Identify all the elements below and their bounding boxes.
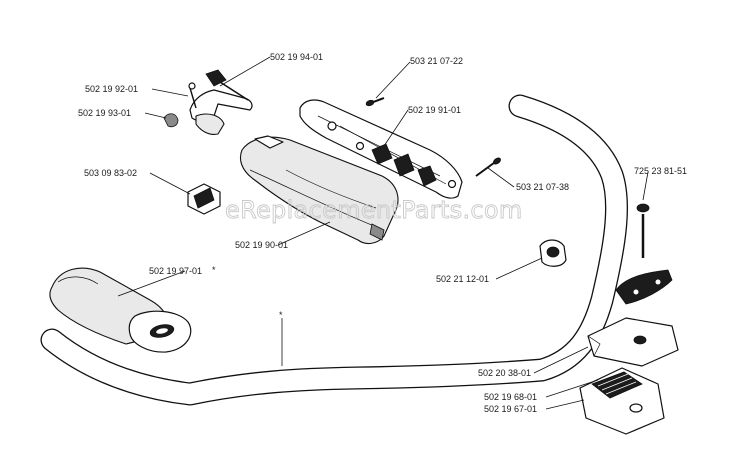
label-502-19-67-01: 502 19 67-01 bbox=[484, 404, 537, 414]
label-502-19-97-01: 502 19 97-01 bbox=[149, 266, 202, 276]
throttle-housing-part bbox=[239, 135, 399, 245]
bolt-725-23-81-51 bbox=[636, 203, 650, 258]
label-502-19-97-01-mark: * bbox=[212, 265, 216, 275]
mount-block-part bbox=[579, 367, 665, 435]
label-502-19-90-01: 502 19 90-01 bbox=[235, 240, 288, 250]
label-503-21-07-22: 503 21 07-22 bbox=[410, 56, 463, 66]
clamp-knob-part bbox=[539, 239, 567, 267]
handlebar-tube bbox=[40, 94, 629, 406]
handle-half-part bbox=[299, 99, 463, 199]
label-502-19-68-01: 502 19 68-01 bbox=[484, 392, 537, 402]
throttle-trigger-assembly bbox=[163, 69, 253, 135]
leader-lines bbox=[117, 56, 649, 410]
part-labels: 502 19 94-01 502 19 92-01 502 19 93-01 5… bbox=[78, 52, 687, 414]
label-503-09-83-02: 503 09 83-02 bbox=[84, 168, 137, 178]
label-502-19-94-01: 502 19 94-01 bbox=[270, 52, 323, 62]
watermark-text: eReplacementParts.com bbox=[225, 196, 523, 224]
stop-switch-part bbox=[187, 183, 221, 215]
screw-503-21-07-22 bbox=[365, 97, 385, 107]
label-502-20-38-01: 502 20 38-01 bbox=[478, 368, 531, 378]
screw-503-21-07-38 bbox=[475, 157, 501, 177]
label-502-19-91-01: 502 19 91-01 bbox=[408, 105, 461, 115]
label-502-19-93-01: 502 19 93-01 bbox=[78, 108, 131, 118]
bracket-part bbox=[587, 317, 679, 367]
label-725-23-81-51: 725 23 81-51 bbox=[634, 166, 687, 176]
label-handlebar-mark: * bbox=[279, 310, 283, 320]
grip-sleeve-part bbox=[49, 267, 192, 353]
label-502-21-12-01: 502 21 12-01 bbox=[436, 274, 489, 284]
label-503-21-07-38: 503 21 07-38 bbox=[516, 182, 569, 192]
clamp-plate-part bbox=[615, 269, 673, 305]
label-502-19-92-01: 502 19 92-01 bbox=[85, 84, 138, 94]
